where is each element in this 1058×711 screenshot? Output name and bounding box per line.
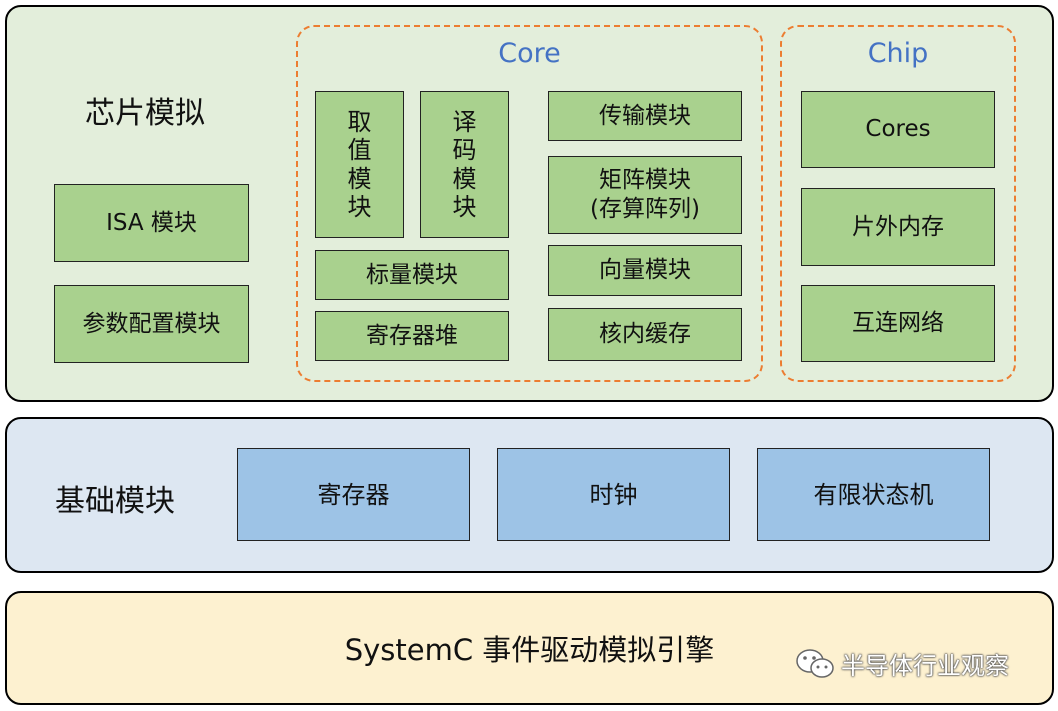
matrix-module-sublabel: (存算阵列) [590, 196, 700, 222]
isa-module-box: ISA 模块 [54, 184, 249, 262]
engine-label: SystemC 事件驱动模拟引擎 [344, 633, 715, 667]
wechat-icon [796, 648, 834, 678]
matrix-module-label: 矩阵模块 [599, 167, 691, 194]
transfer-module-box: 传输模块 [548, 91, 742, 141]
chip-group [780, 25, 1016, 382]
decode-module-box: 译码模块 [420, 91, 509, 238]
base-modules-title: 基础模块 [55, 484, 175, 519]
offchip-memory-box: 片外内存 [801, 188, 995, 266]
core-cache-box: 核内缓存 [548, 308, 742, 361]
chip-simulation-title: 芯片模拟 [85, 96, 205, 131]
cores-box: Cores [801, 91, 995, 168]
register-file-box: 寄存器堆 [315, 311, 509, 361]
watermark-text: 半导体行业观察 [841, 652, 1009, 680]
interconnect-box: 互连网络 [801, 285, 995, 362]
engine-panel [5, 591, 1054, 705]
param-config-module-box: 参数配置模块 [54, 285, 249, 363]
core-group-label: Core [498, 38, 561, 69]
fetch-module-box: 取值模块 [315, 91, 404, 238]
chip-group-label: Chip [867, 38, 929, 69]
watermark: 半导体行业观察 [795, 646, 1009, 681]
core-group [296, 25, 763, 382]
register-box: 寄存器 [237, 448, 470, 541]
scalar-module-box: 标量模块 [315, 250, 509, 300]
decode-module-label: 译码模块 [452, 107, 477, 221]
fsm-box: 有限状态机 [757, 448, 990, 541]
vector-module-box: 向量模块 [548, 245, 742, 296]
matrix-module-box: 矩阵模块 (存算阵列) [548, 156, 742, 234]
clock-box: 时钟 [497, 448, 730, 541]
fetch-module-label: 取值模块 [347, 107, 372, 221]
